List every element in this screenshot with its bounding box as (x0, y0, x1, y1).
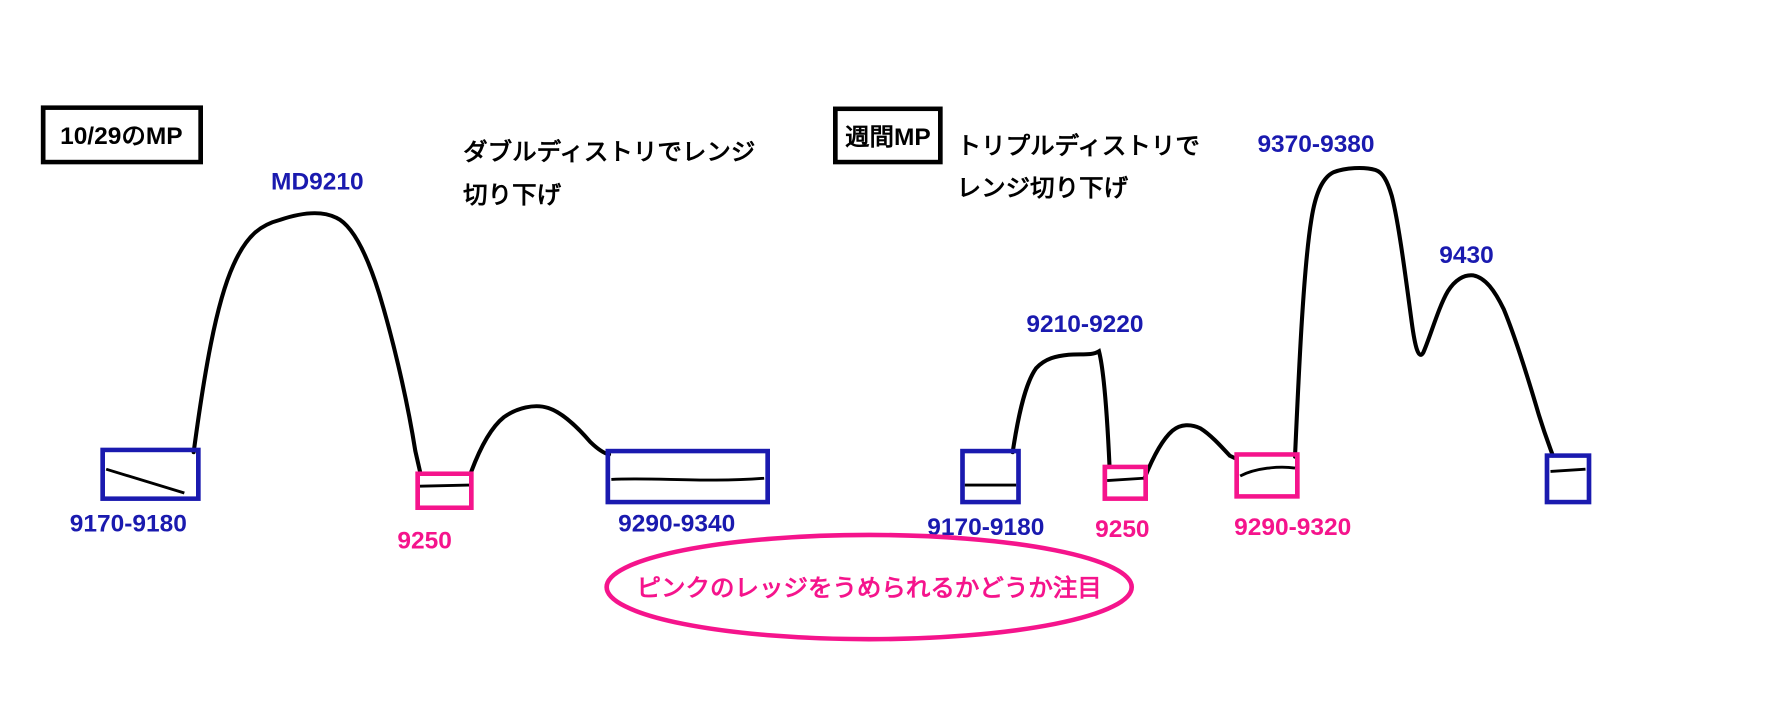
right-final-range-box (1544, 453, 1592, 505)
left-ledge-line (419, 483, 470, 488)
left-title-box (40, 105, 203, 165)
right-base-range-box (960, 448, 1021, 505)
left-title: 10/29のMP (60, 123, 183, 150)
right-ledge2-box (1234, 452, 1300, 499)
right-final-range-line (1550, 467, 1586, 473)
left-curve-main-peak (191, 211, 423, 474)
left-ledge-label: 9250 (397, 528, 451, 555)
right-high-peak-label: 9370-9380 (1257, 131, 1374, 158)
left-ledge-box (415, 471, 474, 510)
left-upper-range-line (611, 476, 765, 482)
right-ledge2-line (1239, 465, 1296, 478)
left-note-line2: 切り下げ (463, 182, 562, 209)
left-base-range-line (105, 467, 185, 495)
right-curve-plateau (1010, 348, 1112, 468)
callout-ellipse (604, 532, 1134, 642)
left-peak-label: MD9210 (271, 169, 364, 196)
left-curve-small-hump (469, 404, 612, 474)
right-ledge1-line (1107, 476, 1144, 482)
right-title: 週間MP (845, 124, 931, 151)
right-second-peak-label: 9430 (1439, 242, 1493, 269)
right-plateau-label: 9210-9220 (1026, 311, 1143, 338)
left-base-range-box (100, 447, 201, 501)
right-title-box (833, 106, 943, 165)
left-note-line1: ダブルディストリでレンジ (463, 138, 755, 166)
right-note-line1: トリプルディストリで (957, 132, 1200, 160)
right-ledge1-label: 9250 (1095, 517, 1149, 544)
right-note-line2: レンジ切り下げ (957, 175, 1129, 202)
left-upper-range-label: 9290-9340 (618, 511, 735, 538)
left-upper-range-box (605, 448, 770, 505)
right-ledge2-label: 9290-9320 (1234, 514, 1351, 541)
right-curve-small-hump (1142, 423, 1239, 481)
right-curve-double-peak (1292, 166, 1555, 459)
left-base-range-label: 9170-9180 (70, 511, 187, 538)
callout-text: ピンクのレッジをうめられるかどうか注目 (637, 574, 1102, 602)
right-ledge1-box (1102, 464, 1148, 501)
